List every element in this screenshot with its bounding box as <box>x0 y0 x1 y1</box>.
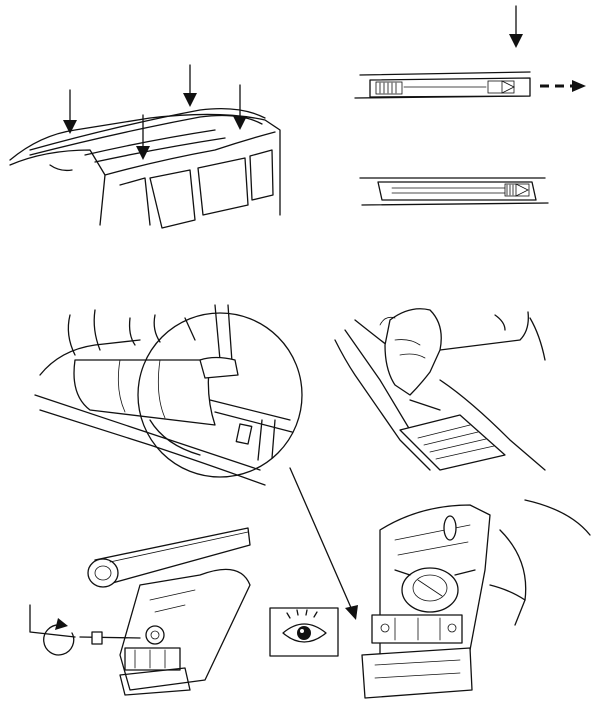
hand-pad-panel <box>334 308 546 471</box>
down-arrow-icon <box>183 64 197 107</box>
down-arrow-icon <box>509 5 523 48</box>
down-arrow-icon <box>63 89 77 134</box>
down-arrow-icon <box>136 114 150 160</box>
bar-bolt-panel <box>29 527 251 696</box>
car-roof-panel <box>9 64 281 229</box>
eye-icon <box>269 607 339 657</box>
connector-arrow <box>289 467 358 620</box>
slide-cover-panel <box>354 5 586 206</box>
foot-closeup-panel <box>361 499 591 699</box>
right-dashed-arrow-icon <box>540 80 586 92</box>
rotate-arrow-icon <box>43 618 75 656</box>
magnified-foot-panel <box>34 304 303 486</box>
down-arrow-icon <box>233 84 247 130</box>
